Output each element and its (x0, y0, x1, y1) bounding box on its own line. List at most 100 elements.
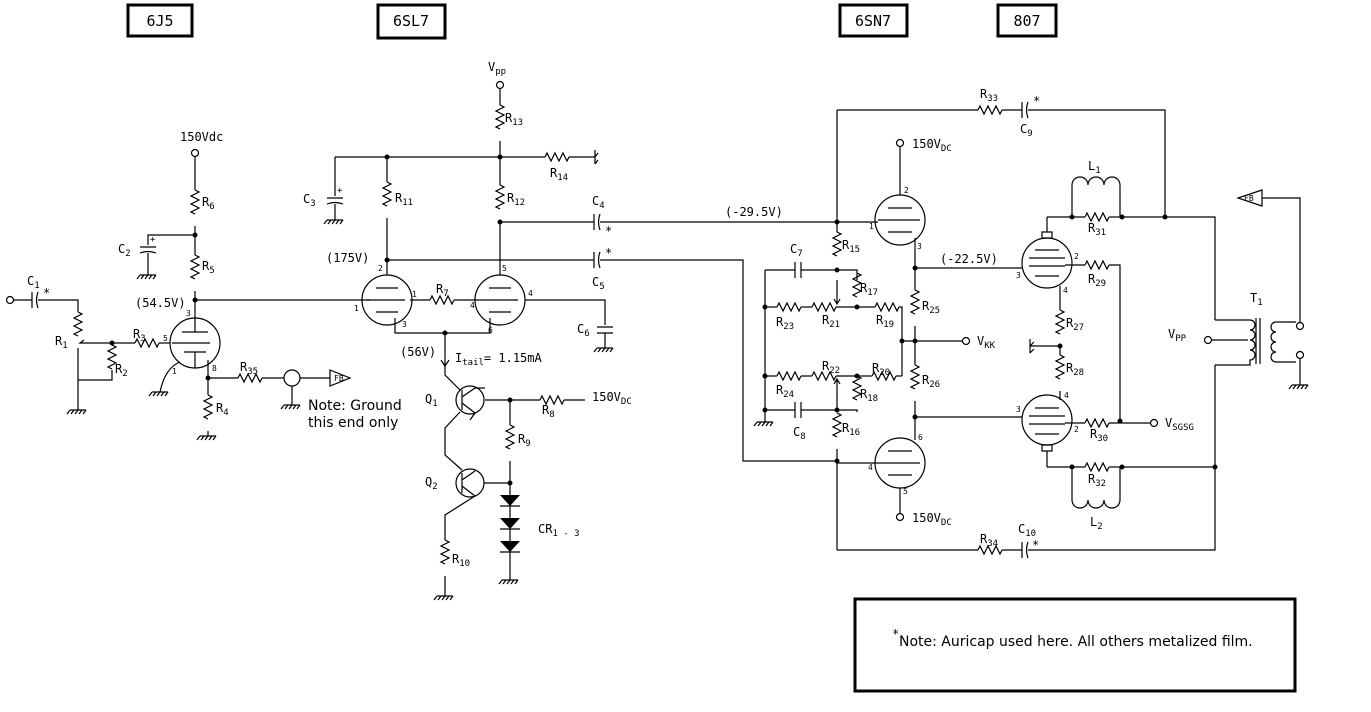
c7-label: C7 (790, 242, 803, 259)
svg-text:FB: FB (1244, 194, 1254, 203)
note-box: * Note: Auricap used here. All others me… (853, 597, 1297, 693)
r30-label: R30 (1090, 427, 1108, 444)
svg-text:3: 3 (1016, 271, 1021, 280)
svg-text:5: 5 (903, 487, 908, 496)
svg-text:807: 807 (1013, 12, 1040, 30)
svg-text:*: * (1032, 538, 1039, 552)
svg-text:*: * (1033, 94, 1040, 108)
svg-text:2: 2 (1074, 425, 1079, 434)
r12-label: R12 (507, 191, 525, 208)
note-text: Note: Auricap used here. All others meta… (899, 634, 1253, 650)
r10-label: R10 (452, 552, 470, 569)
r24-label: R24 (776, 383, 794, 400)
ground-note-line2: this end only (308, 415, 398, 431)
svg-text:1: 1 (412, 290, 417, 299)
r13-label: R13 (505, 111, 523, 128)
svg-text:8: 8 (212, 364, 217, 373)
output-transformer: T1 FB VPP (1168, 189, 1309, 390)
r17-label: R17 (860, 281, 878, 298)
c1-label: C1 (27, 274, 40, 291)
r31-label: R31 (1088, 221, 1106, 238)
r26-label: R26 (922, 373, 940, 390)
svg-text:3: 3 (917, 242, 922, 251)
supply-150vdc-bottom: 150VDC (912, 511, 952, 528)
r28-label: R28 (1066, 361, 1084, 378)
r34-label: R34 (980, 532, 998, 549)
c9-label: C9 (1020, 122, 1033, 139)
vpp-label: Vpp (488, 60, 506, 77)
svg-text:6J5: 6J5 (146, 12, 173, 30)
svg-text:6SN7: 6SN7 (855, 12, 891, 30)
svg-text:+: + (337, 186, 343, 196)
l1-label: L1 (1088, 159, 1101, 176)
svg-text:4: 4 (868, 463, 873, 472)
svg-text:3: 3 (402, 320, 407, 329)
r9-label: R9 (518, 432, 531, 449)
tube-label-6sl7: 6SL7 (376, 3, 447, 40)
r33-label: R33 (980, 87, 998, 104)
r23-label: R23 (776, 315, 794, 332)
tube-label-807: 807 (996, 3, 1058, 38)
r35-label: R35 (240, 360, 258, 377)
vkk-label: VKK (977, 334, 996, 351)
supply-150vdc-top: 150VDC (912, 137, 952, 154)
tube-label-6sn7: 6SN7 (838, 3, 909, 38)
output-section: 150VDC 2 1 3 (-22.5V) R33 * C9 R15 C7 R2… (753, 87, 1309, 559)
c4-label: C4 (592, 194, 605, 211)
itail-label: Itail= 1.15mA (455, 351, 542, 368)
svg-text:5: 5 (163, 334, 168, 343)
svg-text:1: 1 (354, 304, 359, 313)
svg-text:5: 5 (502, 264, 507, 273)
voltage-175v: (175V) (326, 251, 369, 265)
input-section: C1 * R1 R2 R3 3 5 1 8 R4 R35 (5, 130, 402, 441)
r16-label: R16 (842, 421, 860, 438)
supply-150vdc-q1: 150VDC (592, 390, 632, 407)
svg-text:4: 4 (528, 289, 533, 298)
r7-label: R7 (436, 282, 449, 299)
r32-label: R32 (1088, 472, 1106, 489)
svg-text:1: 1 (869, 222, 874, 231)
svg-text:4: 4 (1063, 286, 1068, 295)
svg-text:4: 4 (1064, 391, 1069, 400)
c8-label: C8 (793, 425, 806, 442)
c3-label: C3 (303, 192, 316, 209)
svg-text:3: 3 (1016, 405, 1021, 414)
r8-label: R8 (542, 403, 555, 420)
voltage-minus-29-5v: (-29.5V) (725, 205, 783, 219)
svg-text:*: * (605, 246, 612, 260)
driver-section: 2 1 1 3 5 4 4 6 R7 C6 (56V) Itail= 1.15m… (303, 60, 837, 601)
svg-text:4: 4 (470, 301, 475, 310)
supply-150vdc-label: 150Vdc (180, 130, 223, 144)
c2-label: C2 (118, 242, 131, 259)
voltage-minus-22-5v: (-22.5V) (940, 252, 998, 266)
r2-label: R2 (115, 362, 128, 379)
r4-label: R4 (216, 401, 229, 418)
r25-label: R25 (922, 299, 940, 316)
vpp-right-label: VPP (1168, 327, 1187, 344)
ground-note-line1: Note: Ground (308, 398, 402, 414)
svg-text:FB: FB (334, 374, 344, 383)
c10-label: C10 (1018, 522, 1036, 539)
r6-label: R6 (202, 195, 215, 212)
t1-label: T1 (1250, 291, 1263, 308)
svg-text:3: 3 (186, 309, 191, 318)
c6-label: C6 (577, 322, 590, 339)
r27-label: R27 (1066, 316, 1084, 333)
r11-label: R11 (395, 191, 413, 208)
svg-text:*: * (892, 627, 899, 641)
tube-807-b (1021, 394, 1073, 446)
r19-label: R19 (876, 313, 894, 330)
svg-text:2: 2 (1074, 252, 1079, 261)
svg-text:6SL7: 6SL7 (393, 12, 429, 30)
svg-text:*: * (605, 224, 612, 238)
r5-label: R5 (202, 259, 215, 276)
r21-label: R21 (822, 313, 840, 330)
r20-label: R20 (872, 361, 890, 378)
q2-label: Q2 (425, 475, 438, 492)
r15-label: R15 (842, 238, 860, 255)
svg-text:2: 2 (904, 186, 909, 195)
vsgsg-label: VSGSG (1165, 416, 1194, 433)
voltage-56v: (56V) (400, 345, 436, 359)
r14-label: R14 (550, 166, 568, 183)
